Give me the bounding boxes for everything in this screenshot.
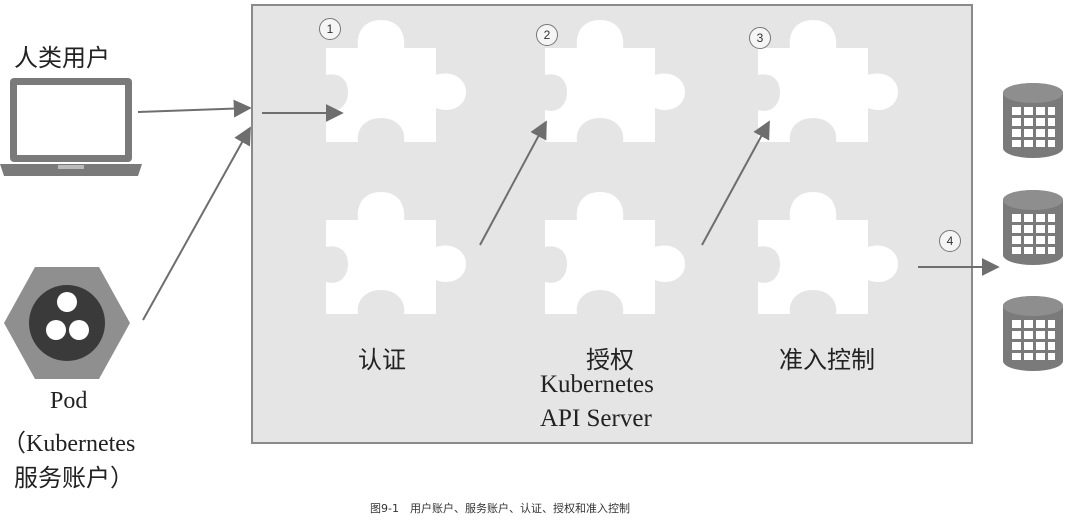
admission-control-label: 准入控制 <box>779 346 875 374</box>
step-1-badge: 1 <box>319 18 341 40</box>
pod-kubernetes-label: （Kubernetes <box>2 431 136 457</box>
authorization-label: 授权 <box>586 346 634 374</box>
laptop-icon <box>0 78 142 176</box>
pod-hexagon-icon <box>4 267 130 379</box>
human-user-label: 人类用户 <box>14 44 110 72</box>
step-2-badge: 2 <box>536 24 558 46</box>
pod-label: Pod <box>50 388 88 414</box>
service-account-label: 服务账户） <box>14 464 134 492</box>
authn-to-authz-arrow <box>479 120 547 246</box>
database-icon <box>1003 83 1063 158</box>
step-3-badge: 3 <box>749 27 771 49</box>
figure-caption: 图9-1 用户账户、服务账户、认证、授权和准入控制 <box>370 502 630 515</box>
database-icon <box>1003 296 1063 371</box>
database-icon <box>1003 190 1063 265</box>
api-server-label: API Server <box>540 405 652 432</box>
authentication-label: 认证 <box>358 346 406 374</box>
user-arrow <box>137 99 252 118</box>
step-4-badge: 4 <box>939 230 961 252</box>
authz-to-admission-arrow <box>701 120 770 246</box>
kubernetes-label: Kubernetes <box>540 371 654 398</box>
pod-arrow <box>142 126 251 321</box>
